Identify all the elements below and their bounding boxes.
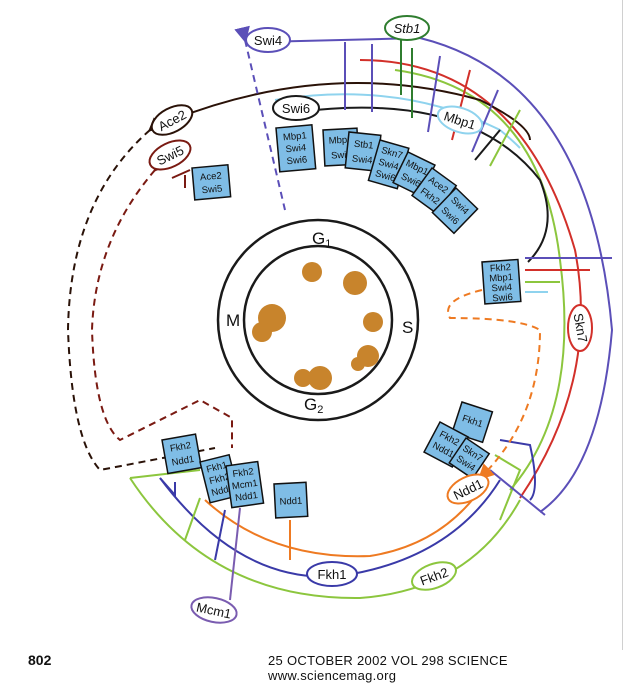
complex-box: Fkh2 Ndd1 — [161, 433, 203, 475]
factor-mcm1: Mcm1 — [190, 596, 238, 624]
svg-text:Swi4: Swi4 — [285, 142, 306, 155]
factor-stb1: Stb1 — [384, 15, 430, 41]
regulatory-arcs — [171, 36, 614, 521]
factor-mbp1: Mbp1 — [436, 105, 484, 135]
complex-boxes: Mbp1 Swi4 Swi6 Ace2 Swi5 Mbp1 Swi4 Stb1 … — [161, 124, 522, 519]
svg-text:Fkh2: Fkh2 — [490, 262, 512, 274]
complex-box: Skn7 Swi4 — [448, 436, 491, 480]
svg-text:Fkh2: Fkh2 — [169, 440, 192, 455]
svg-text:Ndd1: Ndd1 — [234, 490, 258, 504]
dashed-arcs — [66, 25, 542, 481]
svg-text:Stb1: Stb1 — [353, 139, 374, 152]
svg-text:Skn7: Skn7 — [571, 312, 591, 344]
complex-box: Ace2 Fkh2 — [410, 166, 458, 215]
factor-swi6: Swi6 — [272, 95, 320, 121]
svg-text:Swi5: Swi5 — [201, 183, 222, 196]
svg-text:Swi6: Swi6 — [282, 101, 310, 116]
phase-s: S — [402, 318, 413, 337]
svg-text:Fkh2: Fkh2 — [208, 471, 231, 487]
dash-ace2 — [66, 117, 216, 472]
arc-fkh2-right — [394, 69, 566, 491]
svg-text:Mbp1: Mbp1 — [283, 130, 308, 143]
running-footer: 25 OCTOBER 2002 VOL 298 SCIENCE www.scie… — [268, 653, 508, 683]
page-number: 802 — [28, 652, 52, 668]
svg-text:Ndd1: Ndd1 — [279, 496, 302, 508]
svg-text:Fkh1: Fkh1 — [205, 460, 228, 476]
svg-text:Mcm1: Mcm1 — [231, 478, 258, 492]
svg-text:Swi6: Swi6 — [374, 168, 397, 184]
factor-swi4: Swi4 — [245, 27, 291, 53]
svg-text:Mcm1: Mcm1 — [195, 599, 233, 621]
svg-text:Swi4: Swi4 — [491, 282, 512, 294]
complex-box: Fkh2 Mbp1 Swi4 Swi6 — [481, 258, 522, 305]
factor-ace2: Ace2 — [150, 104, 194, 136]
phase-m: M — [226, 311, 240, 330]
complex-box: Fkh2 Mcm1 Ndd1 — [225, 460, 265, 509]
transcription-network-diagram: G1 S G2 M Mbp1 Swi4 Swi6 Ace2 Swi5 Mbp1 … — [66, 15, 614, 624]
dash-ndd1-top — [447, 289, 542, 481]
dash-swi5 — [90, 156, 233, 448]
svg-text:Swi6: Swi6 — [492, 292, 513, 304]
factor-fkh1: Fkh1 — [306, 561, 358, 587]
arc-swi4 — [259, 36, 614, 513]
arc-swi6 — [297, 106, 549, 263]
svg-text:Swi4: Swi4 — [351, 153, 373, 166]
complex-box: Swi4 Swi6 — [431, 186, 479, 235]
arc-skn7 — [359, 59, 582, 499]
arc-ndd1-lower — [204, 489, 481, 558]
phase-g1: G1 — [312, 229, 331, 250]
page-edge — [622, 0, 633, 650]
svg-text:Mbp1: Mbp1 — [328, 134, 352, 146]
phase-g2: G2 — [304, 395, 323, 416]
svg-text:Fkh1: Fkh1 — [318, 567, 347, 582]
factor-skn7: Skn7 — [567, 304, 593, 352]
svg-text:Stb1: Stb1 — [394, 21, 421, 36]
factor-fkh2: Fkh2 — [411, 561, 457, 591]
nuclei — [252, 262, 383, 390]
arc-ace2 — [171, 82, 531, 141]
complex-box: Ndd1 — [273, 481, 309, 519]
svg-text:Swi4: Swi4 — [377, 157, 400, 173]
page-footer: 802 25 OCTOBER 2002 VOL 298 SCIENCE www.… — [0, 650, 634, 683]
svg-text:Swi4: Swi4 — [254, 33, 282, 48]
complex-box: Stb1 Swi4 — [344, 131, 382, 172]
arc-fkh2-lower — [129, 477, 521, 600]
complex-box: Mbp1 Swi4 Swi6 — [275, 124, 317, 173]
dash-swi4 — [234, 25, 286, 211]
complex-box: Ace2 Swi5 — [191, 164, 232, 201]
svg-text:Ndd1: Ndd1 — [171, 454, 195, 469]
svg-text:Fkh2: Fkh2 — [232, 466, 254, 480]
svg-text:Swi6: Swi6 — [286, 154, 307, 167]
svg-text:Mbp1: Mbp1 — [489, 272, 513, 285]
cell-cycle-wheel: G1 S G2 M — [216, 218, 420, 422]
factor-swi5: Swi5 — [148, 139, 192, 171]
svg-text:Ace2: Ace2 — [200, 170, 223, 183]
